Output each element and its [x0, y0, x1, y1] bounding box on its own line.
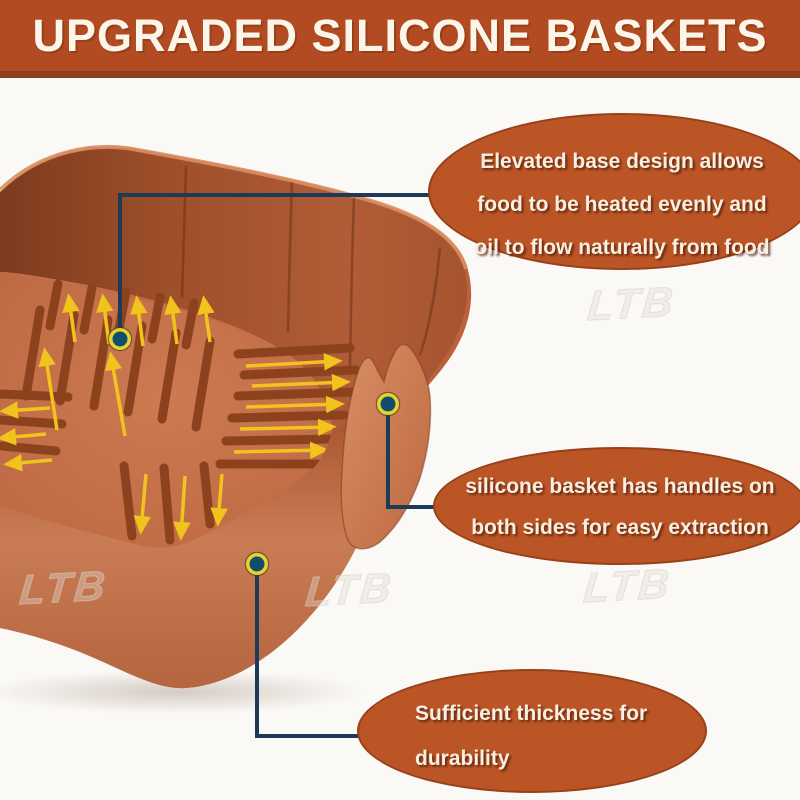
callout-text-line: silicone basket has handles on — [465, 475, 775, 498]
callout-text-line: both sides for easy extraction — [471, 516, 769, 539]
callout-marker-dot-2 — [375, 391, 401, 417]
callout-text-line: oil to flow naturally from food — [474, 236, 770, 259]
airflow-arrows — [0, 293, 351, 541]
page-title: UPGRADED SILICONE BASKETS — [32, 9, 768, 61]
callout-text-line: Elevated base design allows — [480, 150, 764, 173]
callout-marker-dot-1 — [107, 326, 133, 352]
basket-shadow — [0, 670, 365, 714]
callout-connector-line-3 — [255, 564, 362, 738]
basket-floor-ridges — [0, 279, 361, 545]
basket-handle — [340, 343, 432, 550]
banner: UPGRADED SILICONE BASKETS — [0, 0, 800, 78]
basket-rim-highlight — [0, 144, 468, 270]
callout-text-line: durability — [415, 747, 510, 770]
basket-front-wall — [0, 416, 398, 689]
callout-side-handles: silicone basket has handles on both side… — [433, 447, 800, 565]
callout-marker-dot-3 — [244, 551, 270, 577]
callout-text-line: Sufficient thickness for — [415, 702, 648, 725]
callout-thickness: Sufficient thickness for durability — [357, 669, 707, 793]
callout-elevated-base: Elevated base design allows food to be h… — [428, 113, 800, 270]
callout-connector-line-2 — [386, 404, 440, 509]
callout-text-line: food to be heated evenly and — [477, 193, 767, 216]
callout-connector-line-1 — [118, 193, 433, 339]
callout-marker-dots — [107, 326, 401, 577]
